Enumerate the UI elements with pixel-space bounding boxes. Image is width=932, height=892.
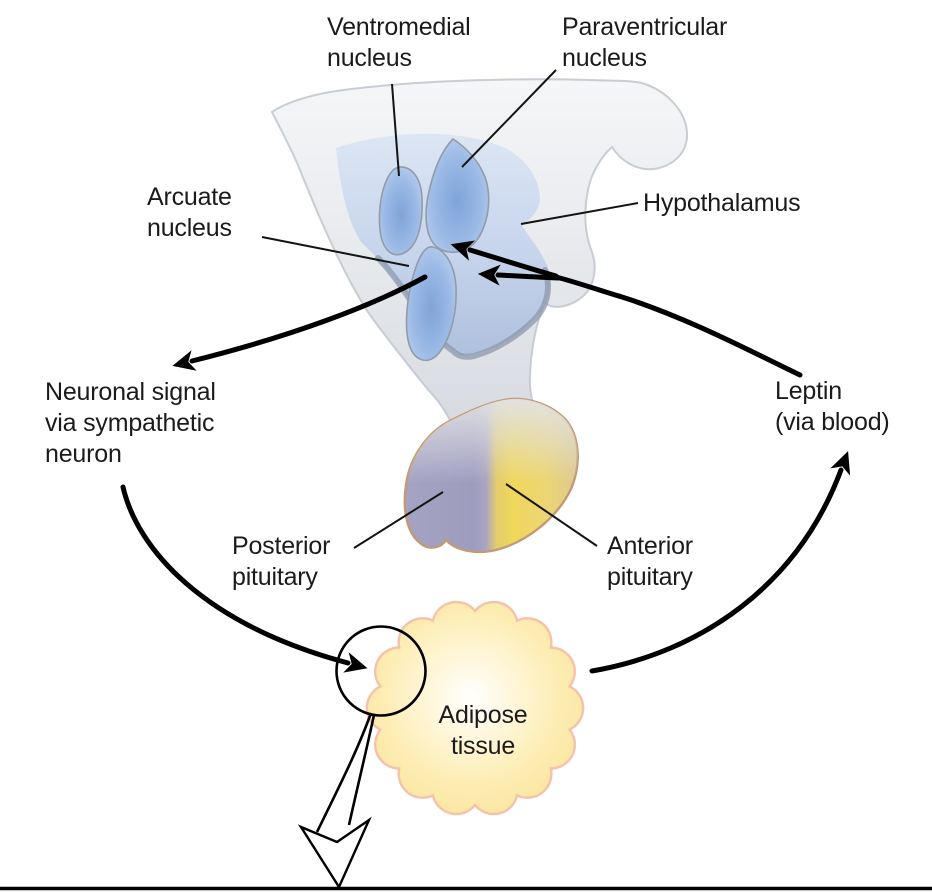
ventromedial-nucleus-shape <box>378 166 423 256</box>
label-adipose-tissue: Adipose tissue <box>438 701 528 760</box>
label-paraventricular-nucleus: Paraventricular nucleus <box>562 13 728 72</box>
label-anterior-pituitary: Anterior pituitary <box>607 532 693 591</box>
leptin-to-hypothalamus-arrow-stem <box>553 274 803 378</box>
neuronal-to-adipose-arrow <box>120 484 368 673</box>
sympathetic-terminal-circle <box>335 625 427 717</box>
arcuate-leader-line <box>261 236 410 267</box>
posterior-pituitary-leader-line <box>353 491 444 549</box>
paraventricular-leader-line <box>461 69 557 168</box>
label-hypothalamus: Hypothalamus <box>643 189 801 217</box>
label-leptin: Leptin (via blood) <box>775 377 890 436</box>
lipolysis-release-arrow <box>297 712 376 890</box>
hypothalamus-leader-line <box>520 202 639 225</box>
adipose-to-leptin-arrow <box>589 451 851 674</box>
ventromedial-leader-line <box>391 83 400 177</box>
leptin-arrow-branch-upper <box>450 240 559 279</box>
adipose-tissue-shape <box>365 600 585 816</box>
leptin-arrow-branch-lower <box>477 264 561 286</box>
label-arcuate-nucleus: Arcuate nucleus <box>147 183 232 242</box>
anterior-pituitary-leader-line <box>505 483 598 547</box>
label-neuronal-signal: Neuronal signal via sympathetic neuron <box>45 378 216 468</box>
arcuate-to-neuronal-arrow <box>172 274 428 371</box>
pituitary-gland-shape <box>403 397 579 554</box>
arcuate-nucleus-shape <box>405 246 457 362</box>
label-posterior-pituitary: Posterior pituitary <box>232 532 331 591</box>
label-ventromedial-nucleus: Ventromedial nucleus <box>327 13 471 72</box>
